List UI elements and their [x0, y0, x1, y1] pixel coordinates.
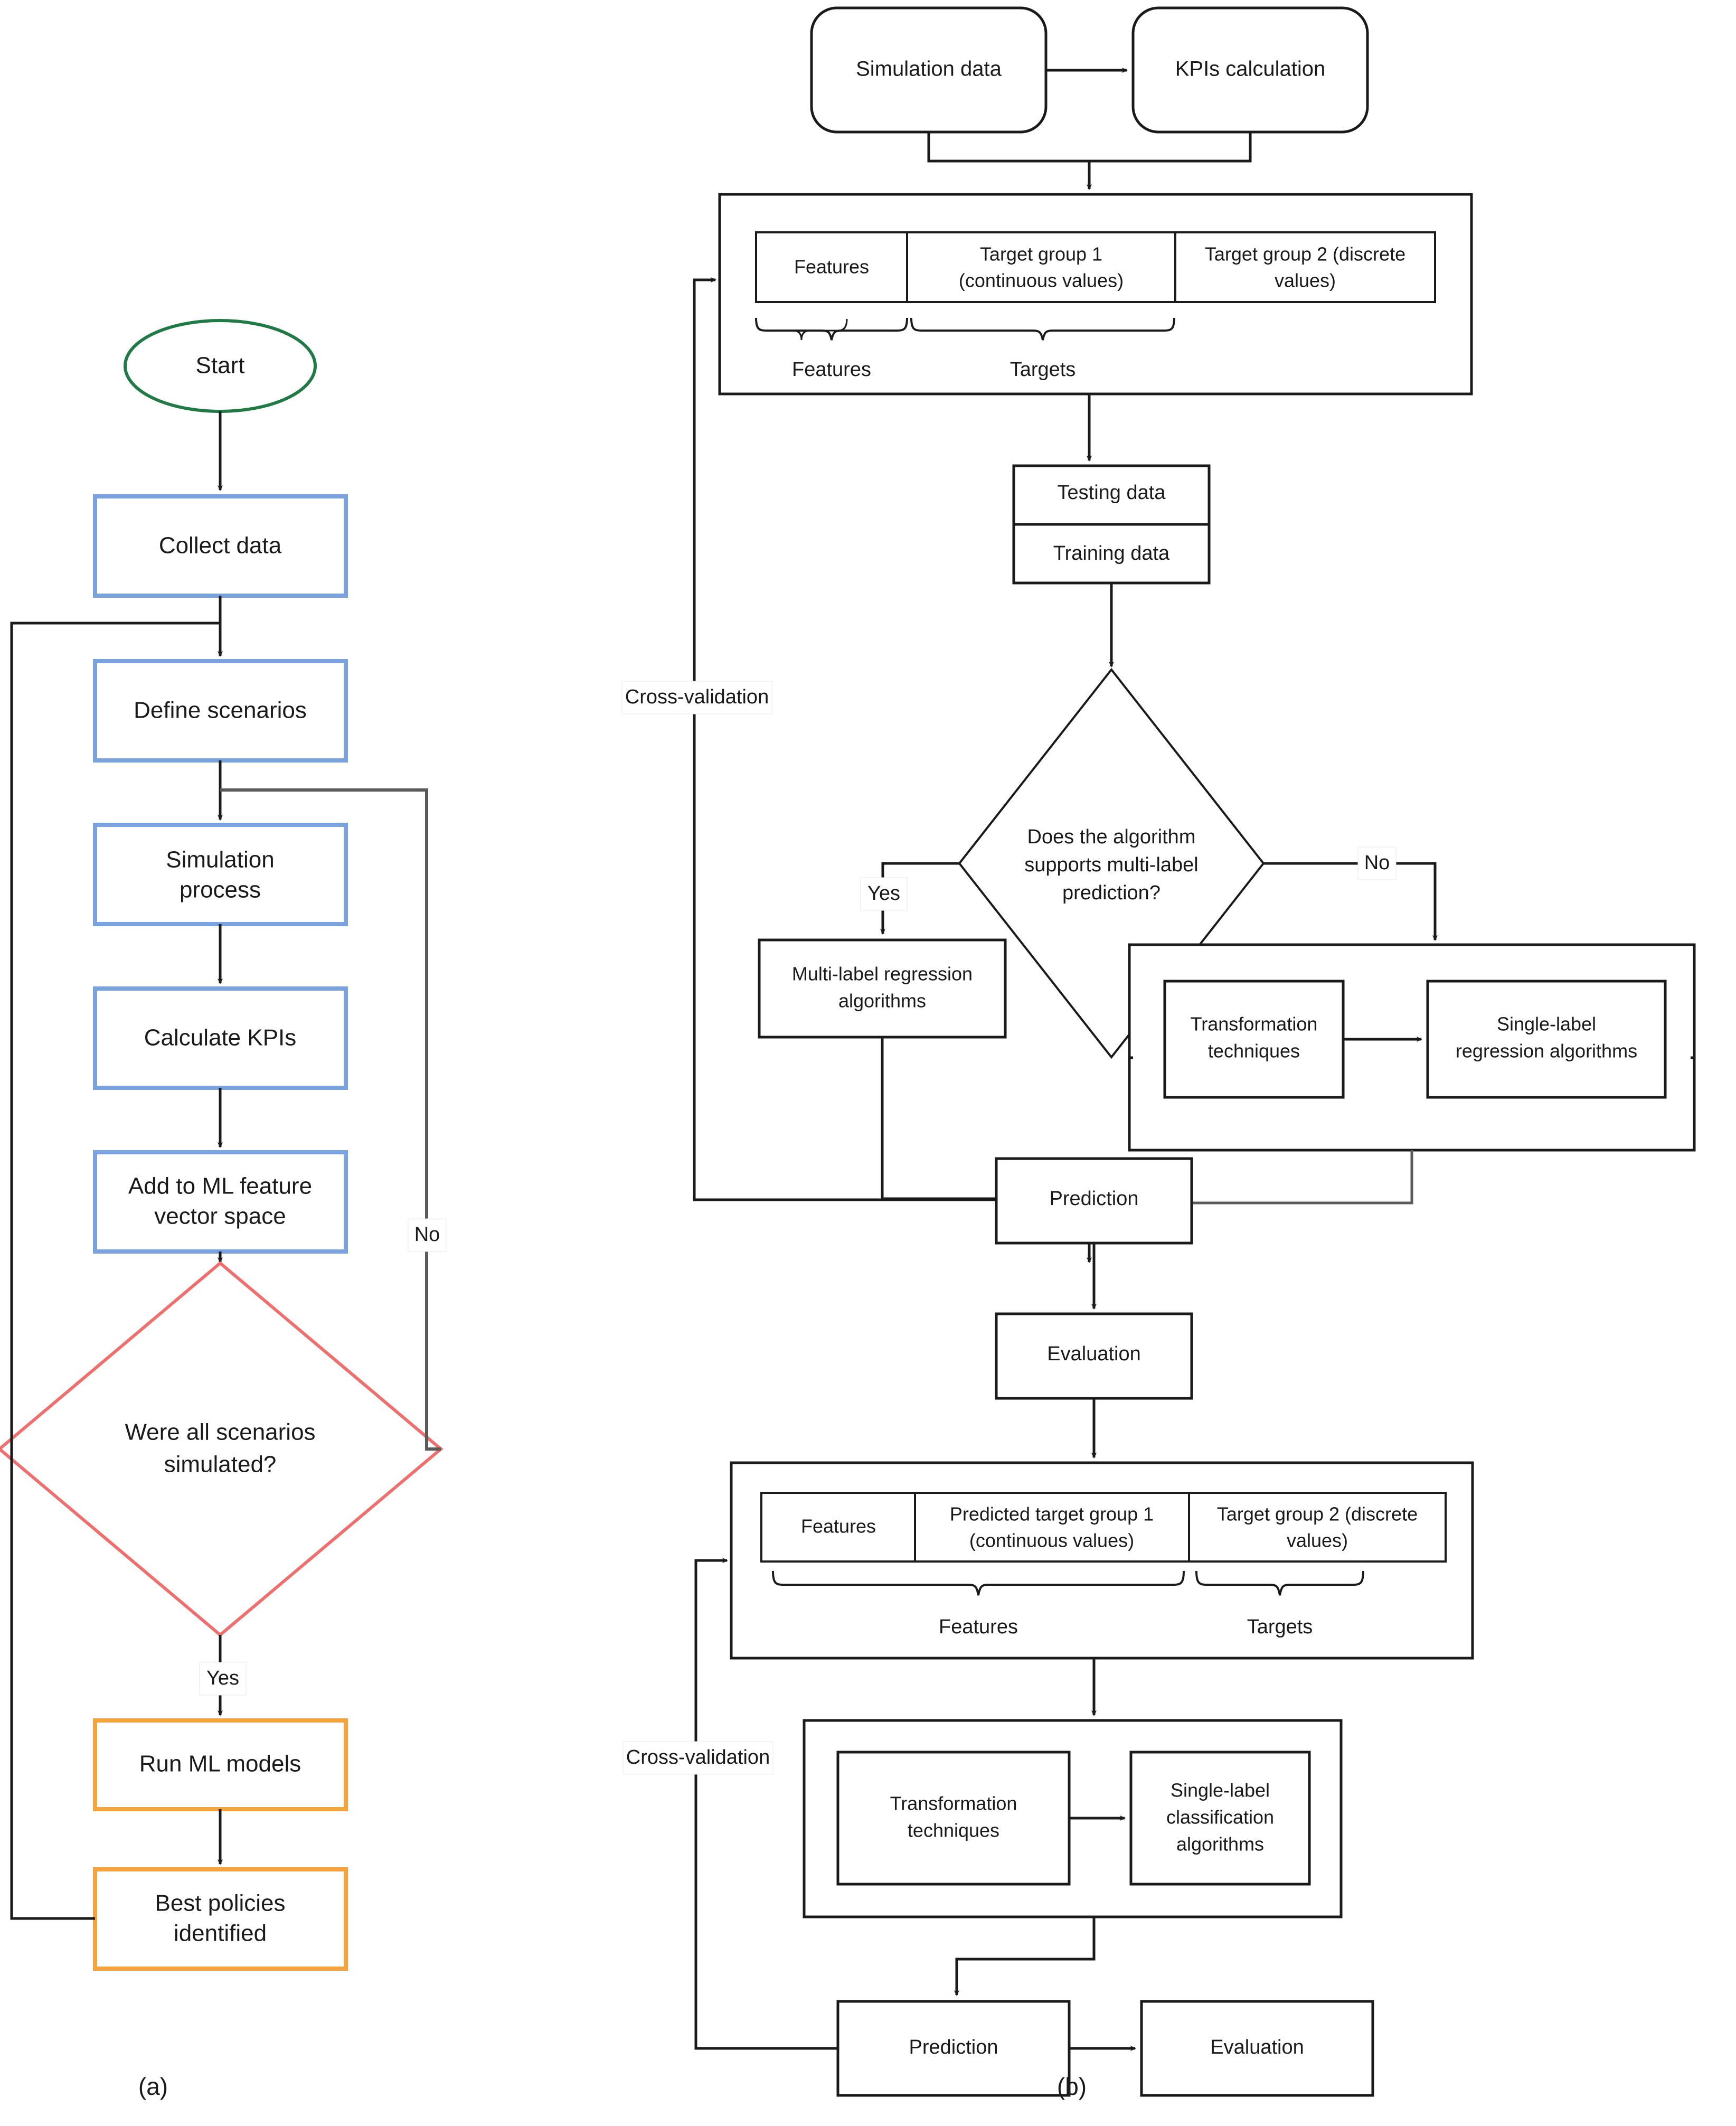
- node-add-ml-label-line1: Add to ML feature: [128, 1173, 312, 1199]
- node-prediction-1[interactable]: Prediction: [995, 1157, 1193, 1245]
- panel-a: Start Collect data Define scenarios Simu…: [0, 319, 447, 2100]
- dataset-container-2: Features Predicted target group 1 (conti…: [730, 1461, 1474, 1660]
- dataset-1-brace-0-label: Features: [792, 359, 871, 381]
- node-single-label-classification-line1: Single-label: [1171, 1780, 1270, 1801]
- node-simulation-data-label: Simulation data: [856, 58, 1002, 81]
- panel-a-caption: (a): [138, 2073, 168, 2100]
- dataset-1-brace-1-label: Targets: [1010, 359, 1076, 381]
- node-training-data-label: Training data: [1053, 542, 1170, 565]
- node-simulation-data[interactable]: Simulation data: [810, 6, 1048, 134]
- node-start-label: Start: [196, 353, 245, 379]
- classification-group-container: Transformation techniques Single-label c…: [803, 1719, 1343, 1918]
- node-define-scenarios[interactable]: Define scenarios: [93, 659, 348, 763]
- node-collect-data-label: Collect data: [159, 533, 282, 559]
- node-single-label-classification-line2: classification: [1166, 1807, 1274, 1828]
- node-kpis-calculation-label: KPIs calculation: [1175, 58, 1326, 81]
- edge-label-cross-validation-upper-text: Cross-validation: [625, 686, 769, 708]
- node-prediction-1-label: Prediction: [1050, 1188, 1139, 1210]
- node-evaluation-2[interactable]: Evaluation: [1140, 2000, 1374, 2097]
- node-run-ml-models-label: Run ML models: [139, 1751, 301, 1777]
- node-calculate-kpis[interactable]: Calculate KPIs: [93, 986, 348, 1090]
- node-simulation-process[interactable]: Simulation process: [93, 823, 348, 926]
- edge-label-no-a: No: [408, 1218, 447, 1252]
- edge-label-yes-b-text: Yes: [867, 882, 900, 905]
- dataset-2-brace-0-label: Features: [939, 1616, 1018, 1638]
- node-evaluation-1-label: Evaluation: [1047, 1343, 1140, 1365]
- node-transformation-techniques-1-draw[interactable]: Transformation techniques: [1163, 980, 1345, 1099]
- node-single-label-classification-line3: algorithms: [1176, 1833, 1264, 1855]
- node-simulation-process-label-line2: process: [180, 877, 261, 903]
- dataset-1-col-2-label-line1: Target group 2 (discrete: [1205, 243, 1405, 265]
- node-multi-label-regression-line1: Multi-label regression: [792, 963, 973, 985]
- panel-b-caption: (b): [1057, 2073, 1087, 2100]
- edge-label-no-a-text: No: [414, 1224, 440, 1246]
- node-best-policies-identified[interactable]: Best policies identified: [93, 1867, 348, 1971]
- node-prediction-2-label: Prediction: [909, 2036, 998, 2058]
- node-evaluation-2-label: Evaluation: [1210, 2036, 1304, 2058]
- node-single-label-regression-draw[interactable]: Single-label regression algorithms: [1426, 980, 1667, 1099]
- edge-label-cross-validation-lower: Cross-validation: [622, 1741, 773, 1775]
- node-single-label-regression-line1b: Single-label: [1497, 1013, 1596, 1035]
- edge-label-cross-validation-lower-text: Cross-validation: [626, 1746, 770, 1768]
- node-were-all-scenarios-decision[interactable]: Were all scenarios simulated?: [0, 1261, 444, 1637]
- node-decision-label-line2: simulated?: [164, 1452, 277, 1478]
- node-transformation-techniques-2[interactable]: Transformation techniques: [836, 1751, 1071, 1886]
- node-kpis-calculation[interactable]: KPIs calculation: [1131, 6, 1369, 134]
- node-multilabel-decision-line3: prediction?: [1062, 882, 1161, 904]
- dataset-2-col-2-label-line2: values): [1287, 1530, 1348, 1551]
- panel-b: Simulation data KPIs calculation Feature…: [621, 6, 1696, 2100]
- node-transformation-2-line2: techniques: [908, 1820, 999, 1841]
- node-single-label-regression-line2b: regression algorithms: [1456, 1040, 1637, 1062]
- node-decision-label-line1: Were all scenarios: [125, 1419, 315, 1445]
- dataset-2-brace-1-label: Targets: [1247, 1616, 1313, 1638]
- edge-label-yes-a: Yes: [199, 1662, 247, 1696]
- node-add-to-ml-feature-vector[interactable]: Add to ML feature vector space: [93, 1150, 348, 1254]
- node-define-scenarios-label: Define scenarios: [134, 698, 307, 723]
- node-multilabel-decision-line1: Does the algorithm: [1027, 826, 1196, 848]
- node-multi-label-regression[interactable]: Multi-label regression algorithms: [758, 938, 1007, 1039]
- dataset-2-col-1-label-line2: (continuous values): [969, 1530, 1134, 1551]
- node-prediction-2[interactable]: Prediction: [836, 2000, 1071, 2097]
- dataset-2-col-1-label-line1: Predicted target group 1: [950, 1503, 1154, 1525]
- dataset-2-col-0-label: Features: [801, 1516, 876, 1537]
- dataset-container-1: Features Target group 1 (continuous valu…: [718, 193, 1473, 396]
- node-collect-data[interactable]: Collect data: [93, 494, 348, 598]
- dataset-table-2: Features Predicted target group 1 (conti…: [760, 1492, 1447, 1563]
- edge-label-no-b: No: [1357, 846, 1397, 880]
- node-best-policies-label-line1: Best policies: [155, 1890, 285, 1916]
- node-calculate-kpis-label: Calculate KPIs: [144, 1025, 297, 1051]
- node-testing-data-label: Testing data: [1058, 482, 1166, 504]
- dataset-1-col-1-label-line2: (continuous values): [959, 270, 1124, 291]
- node-multilabel-decision-line2: supports multi-label: [1024, 854, 1198, 876]
- edge-label-no-b-text: No: [1364, 852, 1390, 874]
- dataset-table-1: Features Target group 1 (continuous valu…: [755, 231, 1436, 303]
- node-transformation-1-line1b: Transformation: [1191, 1013, 1318, 1035]
- node-transformation-1-line2b: techniques: [1208, 1040, 1300, 1062]
- node-add-ml-label-line2: vector space: [154, 1203, 286, 1229]
- dataset-2-col-2-label-line1: Target group 2 (discrete: [1217, 1503, 1418, 1525]
- node-evaluation-1[interactable]: Evaluation: [995, 1312, 1193, 1400]
- node-testing-training-data[interactable]: Testing data Training data: [1012, 464, 1211, 585]
- node-best-policies-label-line2: identified: [174, 1921, 267, 1946]
- edge-label-yes-a-text: Yes: [206, 1667, 239, 1689]
- node-start[interactable]: Start: [124, 319, 317, 413]
- node-single-label-classification[interactable]: Single-label classification algorithms: [1129, 1751, 1311, 1886]
- edge-label-cross-validation-upper: Cross-validation: [621, 681, 772, 714]
- edge-label-yes-b: Yes: [860, 877, 908, 911]
- dataset-1-col-0-label: Features: [794, 256, 869, 278]
- node-transformation-2-line1: Transformation: [890, 1793, 1017, 1814]
- dataset-1-col-1-label-line1: Target group 1: [980, 243, 1102, 265]
- node-multi-label-regression-line2: algorithms: [838, 990, 926, 1012]
- dataset-1-col-2-label-line2: values): [1275, 270, 1336, 291]
- node-simulation-process-label-line1: Simulation: [166, 847, 274, 873]
- node-run-ml-models[interactable]: Run ML models: [93, 1718, 348, 1811]
